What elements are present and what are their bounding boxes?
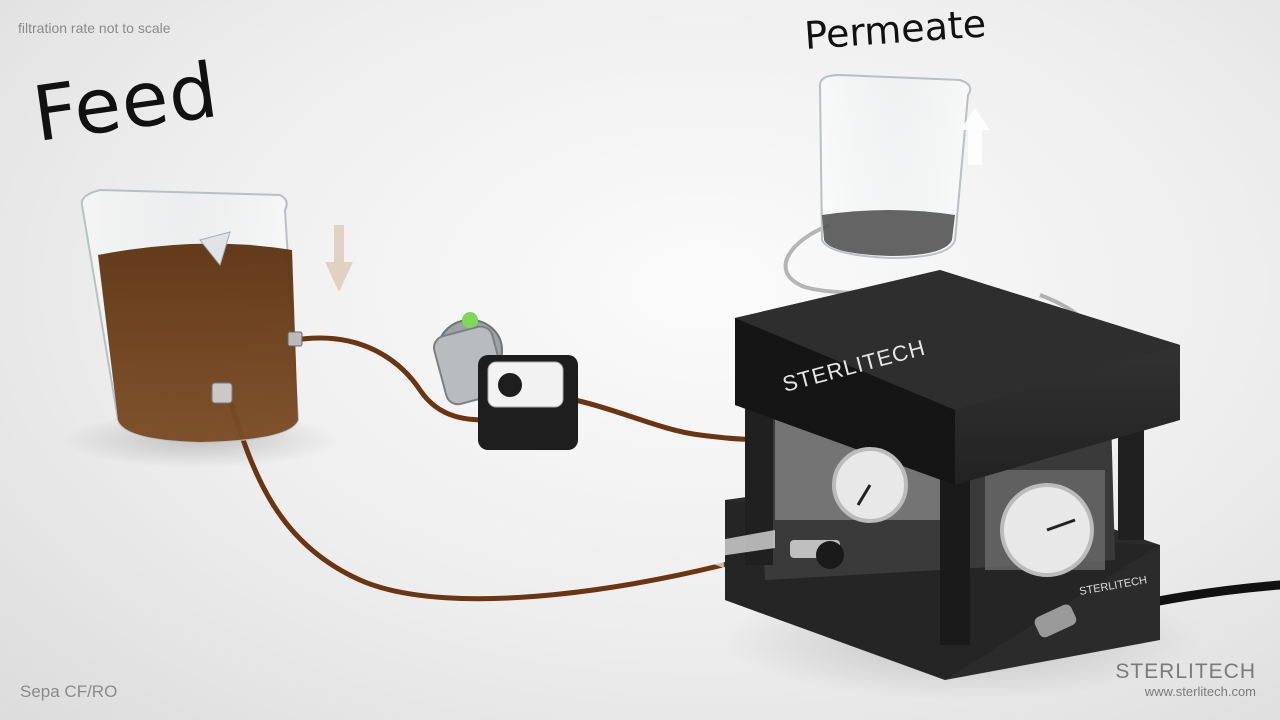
feed-beaker — [80, 188, 303, 444]
permeate-flow-arrow-icon — [960, 108, 990, 165]
brand-url[interactable]: www.sterlitech.com — [1144, 684, 1256, 699]
model-name: Sepa CF/RO — [20, 682, 118, 701]
brand-watermark: STERLITECH www.sterlitech.com — [1115, 660, 1256, 699]
scale-disclaimer: filtration rate not to scale — [18, 20, 171, 36]
pressure-gauge-left — [832, 447, 908, 523]
concentrate-flow-arrow-icon — [680, 530, 775, 568]
permeate-beaker — [818, 73, 990, 260]
feed-flow-arrow-icon — [325, 225, 353, 292]
filtration-cell — [680, 270, 1180, 680]
pressure-gauge-right — [1000, 483, 1094, 577]
brand-logo: STERLITECH — [1115, 660, 1256, 683]
peristaltic-pump — [433, 312, 578, 450]
